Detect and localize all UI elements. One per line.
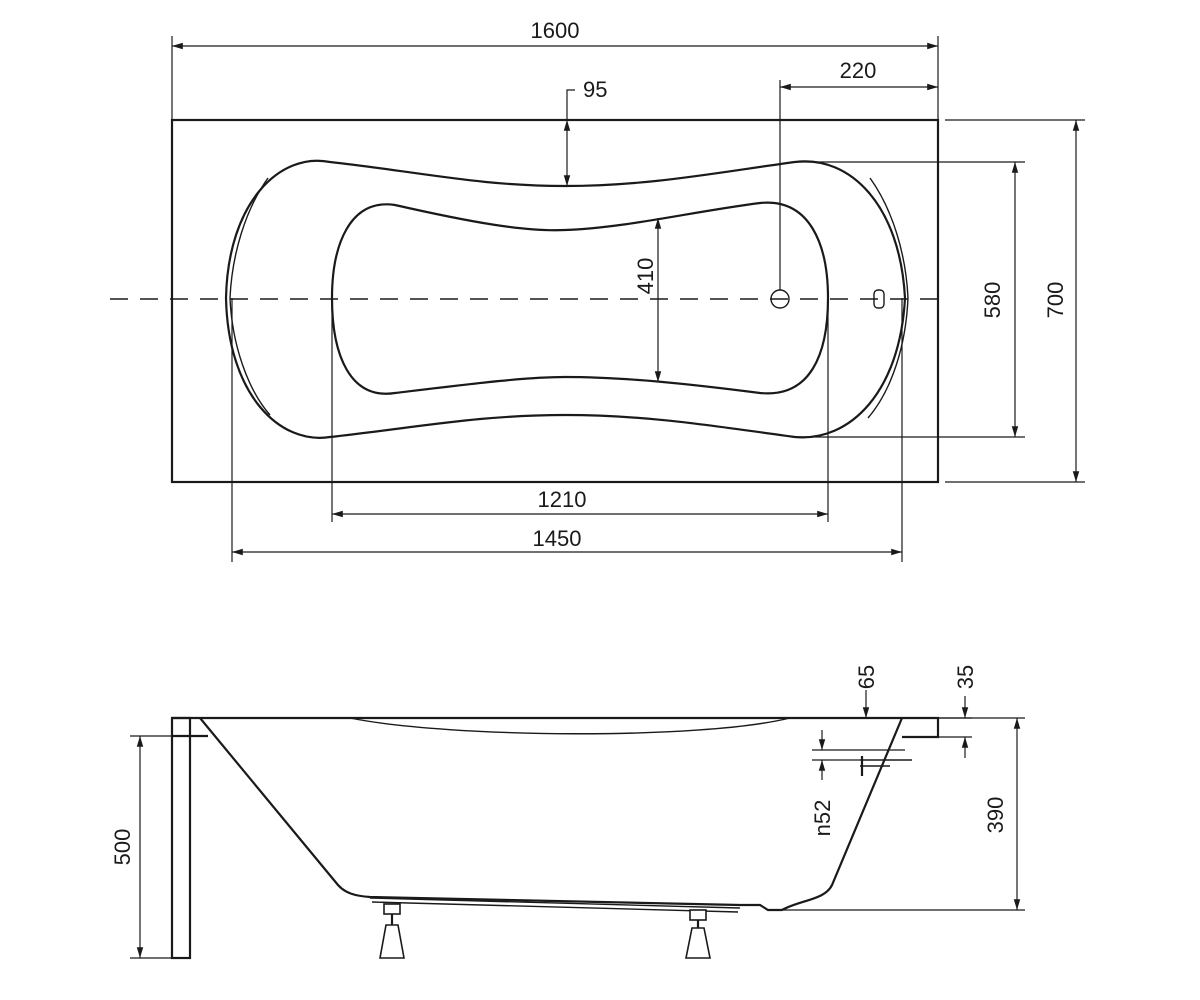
dim-label-95: 95 [583,77,607,102]
tub-body [199,717,904,912]
dim-label-700: 700 [1043,282,1068,319]
front-apron [170,716,192,960]
dim-label-35: 35 [953,665,978,689]
dim-label-1210: 1210 [538,487,587,512]
dim-label-390: 390 [983,797,1008,834]
dim-label-1600: 1600 [531,18,580,43]
overflow-icon [873,289,885,309]
dim-label-220: 220 [840,58,877,83]
rim-top [172,716,940,739]
basin-rim-contour-right [867,177,909,419]
foot-left-icon [379,903,405,959]
side-view: 500 65 35 n52 390 [110,665,1025,960]
dim-label-65: 65 [854,665,879,689]
dim-label-500: 500 [110,829,135,866]
dim-label-410: 410 [633,258,658,295]
foot-right-icon [685,909,711,959]
basin-bottom-contour [330,201,830,395]
dim-label-1450: 1450 [533,526,582,551]
basin-rim-contour [229,177,271,416]
dim-label-580: 580 [980,282,1005,319]
dim-label-n52: n52 [810,800,835,837]
top-view: 1600 220 95 410 580 700 1210 1450 [110,18,1085,562]
rim-inner-curve [349,717,791,735]
outer-deck-rect [170,118,940,484]
